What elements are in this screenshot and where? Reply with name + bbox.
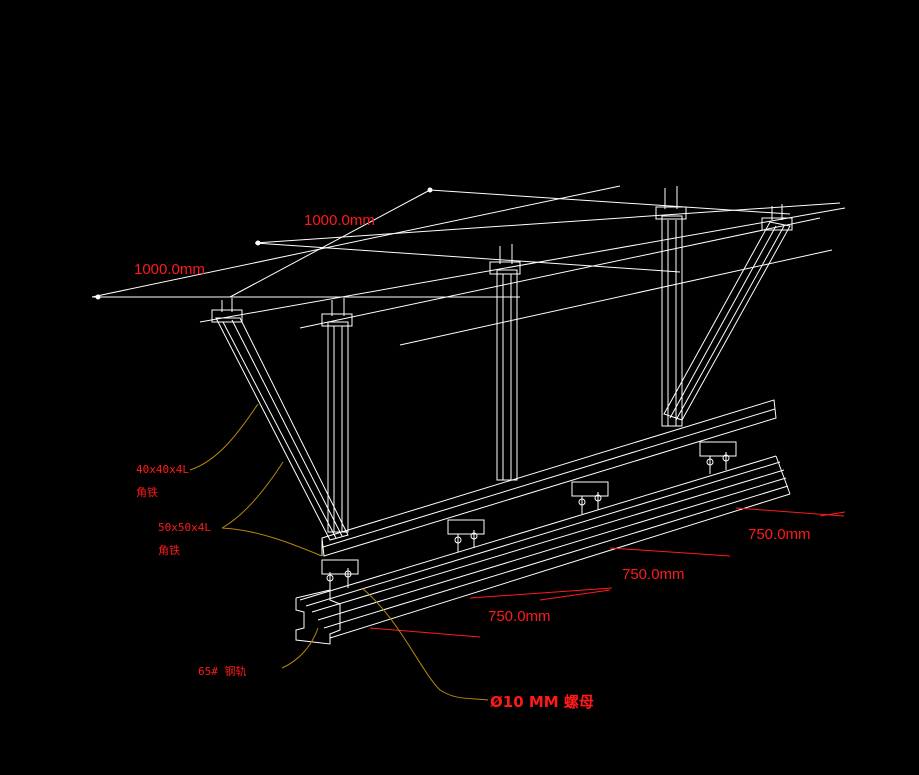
vertical-hanger-1	[321, 298, 353, 533]
callout-rail: 65# 钢轨	[198, 665, 247, 678]
ceiling-construction-lines	[91, 185, 846, 346]
leader-lines	[189, 403, 489, 701]
rail-clamp-2	[571, 481, 609, 514]
callout-angle-50-name: 角铁	[158, 544, 180, 557]
horizontal-cross-beam	[321, 399, 777, 557]
callout-angle-40-name: 角铁	[136, 486, 158, 499]
callout-angle-40-size: 40x40x4L	[136, 463, 189, 476]
rail-clamp-1	[447, 519, 485, 552]
vertical-hanger-2	[489, 244, 521, 481]
dimension-pitch-right: 750.0mm	[748, 526, 811, 543]
vertical-hanger-3	[655, 186, 687, 427]
dimension-pitch-middle: 750.0mm	[622, 566, 685, 583]
rail-clamp-3	[699, 441, 737, 474]
dimension-lines	[369, 507, 846, 638]
dimension-pitch-left: 750.0mm	[488, 608, 551, 625]
callout-nut: Ø10 MM 螺母	[490, 693, 594, 711]
steel-rail	[295, 455, 791, 645]
right-diagonal-brace	[663, 204, 793, 421]
dimension-span-lower: 1000.0mm	[134, 261, 205, 278]
dimension-span-upper: 1000.0mm	[304, 212, 375, 229]
rail-clamp-4	[321, 559, 359, 592]
callout-angle-50-size: 50x50x4L	[158, 521, 211, 534]
left-diagonal-brace	[211, 298, 349, 541]
